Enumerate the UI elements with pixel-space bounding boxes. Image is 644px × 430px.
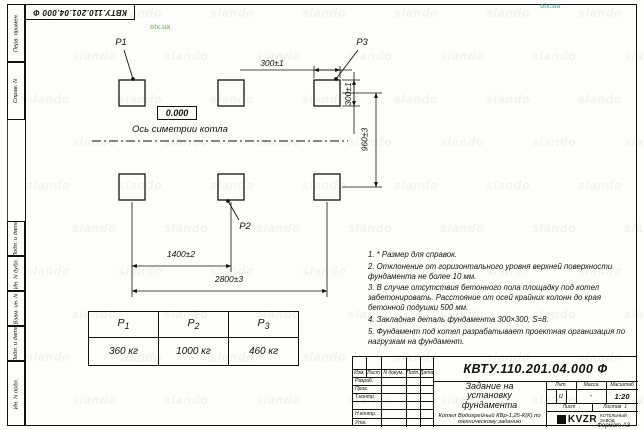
format-label: Формат А3 <box>597 423 630 429</box>
level-mark: 0.000 <box>157 106 197 120</box>
rotated-doc-number-box: КВТУ.110.201.04.000 Ф <box>25 4 135 20</box>
margin-field-perv-primen: Перв. примен. <box>7 4 25 62</box>
dim-300-side: 300±1 <box>343 82 353 106</box>
dim-300-top: 300±1 <box>260 58 284 68</box>
mass-value: - <box>589 392 593 400</box>
company-name: КОТЕЛЬНЫЙ ЗАВОД <box>600 413 628 423</box>
note-line: 1. * Размер для справок. <box>368 250 457 259</box>
note-line: 5. Фундамент под котел разрабатывает про… <box>368 326 626 346</box>
load-p2-value: 1000 кг <box>158 337 229 366</box>
col-podp: Подп. <box>406 370 420 376</box>
rotated-doc-number: КВТУ.110.201.04.000 Ф <box>32 7 127 17</box>
point-label-p2: Р2 <box>239 221 251 232</box>
margin-field-sprav-n: Справ. N <box>7 62 25 120</box>
foundation-plate <box>313 79 341 107</box>
foundation-plate <box>118 79 146 107</box>
drawing-title: Задание на установку фундамента <box>461 380 518 410</box>
company-logo: KVZR КОТЕЛЬНЫЙ ЗАВОД <box>546 411 638 427</box>
foundation-plate <box>217 173 245 201</box>
row-prov: Пров. <box>355 386 369 392</box>
margin-field-inv-dubl: Ин. N дубл. <box>7 256 25 291</box>
title-block: КВТУ.110.201.04.000 Ф Изм. Лист N докум.… <box>352 356 638 427</box>
leader-lines <box>123 49 359 221</box>
col-izm: Изм. <box>354 370 365 376</box>
load-p3-value: 460 кг <box>228 337 299 366</box>
point-label-p3: Р3 <box>356 37 368 48</box>
scale-value: 1:20 <box>614 391 630 401</box>
note-line: 3. В случае отсутствия бетонного пола пл… <box>368 283 602 313</box>
lit-label: Лит. <box>555 382 567 388</box>
dim-2800: 2800±3 <box>214 274 244 284</box>
sheet-label: Лист <box>562 404 576 410</box>
col-dokum: N докум. <box>383 370 404 376</box>
scale-label: Масштаб <box>610 382 634 388</box>
col-data: Дата <box>419 370 434 376</box>
dim-1400: 1400±2 <box>166 249 196 259</box>
content-frame <box>25 4 637 426</box>
load-p1-value: 360 кг <box>88 337 159 366</box>
dim-960: 960±3 <box>359 127 370 152</box>
doc-number: КВТУ.110.201.04.000 Ф <box>463 362 608 376</box>
load-table: Р1 Р2 Р3 360 кг 1000 кг 460 кг <box>88 311 299 366</box>
note-line: 2. Отклонение от горизонтального уровня … <box>368 261 613 281</box>
row-nkontr: Н.контр. <box>355 410 377 417</box>
mass-label: Масса <box>583 382 599 388</box>
margin-field-podp-data-2: Подп. и дата <box>7 326 25 361</box>
logo-icon <box>556 414 566 424</box>
margin-field-vzam-inv: Взам. ин. N <box>7 291 25 326</box>
margin-field-inv-podl: Ин. N подл. <box>7 361 25 426</box>
logo-text: KVZR <box>567 413 598 425</box>
load-p3-header: Р3 <box>228 311 299 338</box>
lit-value: и <box>559 392 563 400</box>
foundation-plate <box>313 173 341 201</box>
row-razrab: Разраб. <box>355 378 374 384</box>
note-line: 4. Закладная деталь фундамента 300×300, … <box>368 314 549 324</box>
foundation-plates <box>118 79 341 201</box>
row-tkontr: Т.контр. <box>355 394 376 400</box>
load-p1-header: Р1 <box>88 311 159 338</box>
foundation-plate <box>217 79 245 107</box>
margin-field-podp-data-1: Подп. и дата <box>7 221 25 256</box>
row-utv: Утв. <box>355 419 367 426</box>
notes-list: 1. * Размер для справок. 2. Отклонение от… <box>368 250 632 348</box>
col-list: Лист <box>367 370 380 376</box>
dimension-lines <box>131 66 382 297</box>
row-blank <box>353 401 381 409</box>
sheets-count: Листов 1 <box>603 404 627 410</box>
load-p2-header: Р2 <box>158 311 229 338</box>
point-label-p1: Р1 <box>115 37 127 48</box>
axis-of-symmetry-label: Ось симетрии котла <box>132 124 228 135</box>
foundation-plate <box>118 173 146 201</box>
product-name: Котел Водогрейный КВр-1,25-К(К) по техни… <box>438 413 541 425</box>
